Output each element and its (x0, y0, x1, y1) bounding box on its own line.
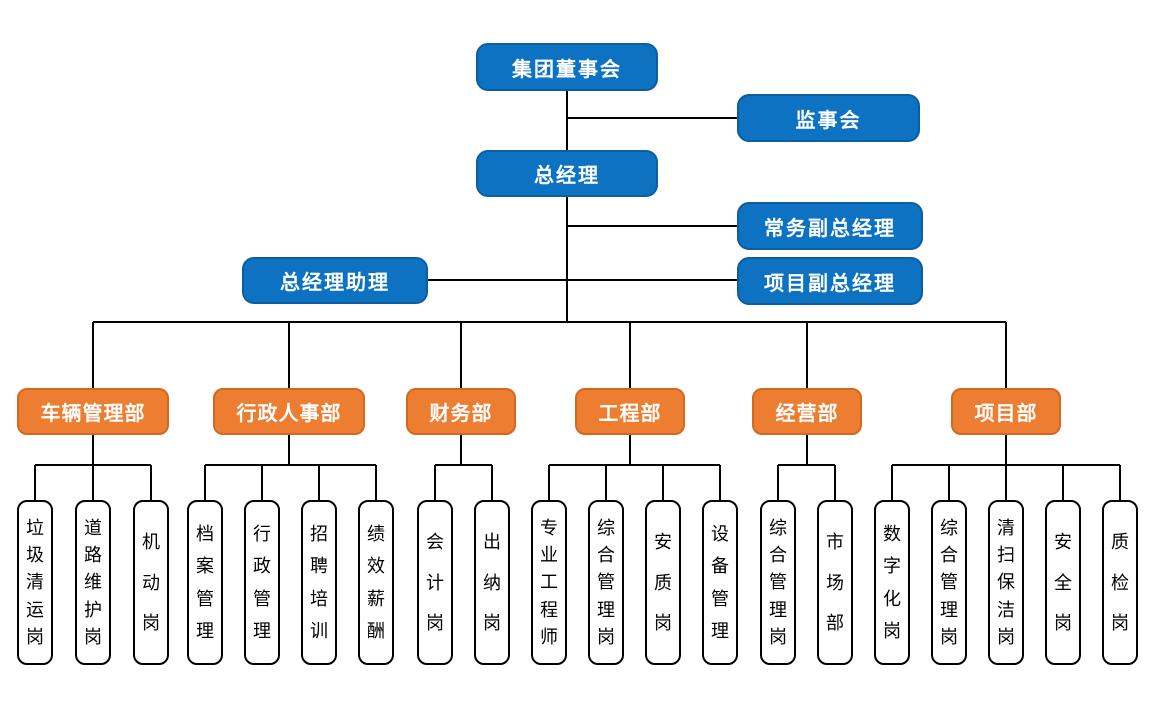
position-box: 安全岗 (1045, 500, 1081, 665)
position-box: 出纳岗 (474, 500, 510, 665)
node-deputy-executive-gm: 常务副总经理 (737, 202, 923, 250)
position-box: 综合管理岗 (760, 500, 796, 665)
node-dept-vehicle-mgmt: 车辆管理部 (17, 388, 169, 435)
node-dept-engineering: 工程部 (575, 388, 685, 435)
position-box: 机动岗 (133, 500, 169, 665)
position-box: 道路维护岗 (75, 500, 111, 665)
position-box: 市场部 (817, 500, 853, 665)
position-box: 招聘培训 (301, 500, 337, 665)
position-box: 垃圾清运岗 (17, 500, 53, 665)
position-box: 安质岗 (645, 500, 681, 665)
position-box: 档案管理 (187, 500, 223, 665)
node-dept-project: 项目部 (951, 388, 1061, 435)
position-box: 会计岗 (417, 500, 453, 665)
node-supervisory: 监事会 (737, 94, 920, 142)
position-box: 质检岗 (1102, 500, 1138, 665)
position-box: 综合管理岗 (931, 500, 967, 665)
position-box: 设备管理 (702, 500, 738, 665)
node-gm-assistant: 总经理助理 (242, 257, 428, 304)
position-box: 清扫保洁岗 (988, 500, 1024, 665)
position-box: 绩效薪酬 (358, 500, 394, 665)
position-box: 专业工程师 (531, 500, 567, 665)
position-box: 综合管理岗 (588, 500, 624, 665)
node-deputy-project-gm: 项目副总经理 (737, 257, 923, 305)
position-box: 数字化岗 (874, 500, 910, 665)
node-dept-hr-admin: 行政人事部 (213, 388, 365, 435)
node-general-manager: 总经理 (476, 150, 658, 197)
position-box: 行政管理 (244, 500, 280, 665)
node-board: 集团董事会 (476, 43, 658, 91)
node-dept-operations: 经营部 (752, 388, 862, 435)
node-dept-finance: 财务部 (406, 388, 516, 435)
